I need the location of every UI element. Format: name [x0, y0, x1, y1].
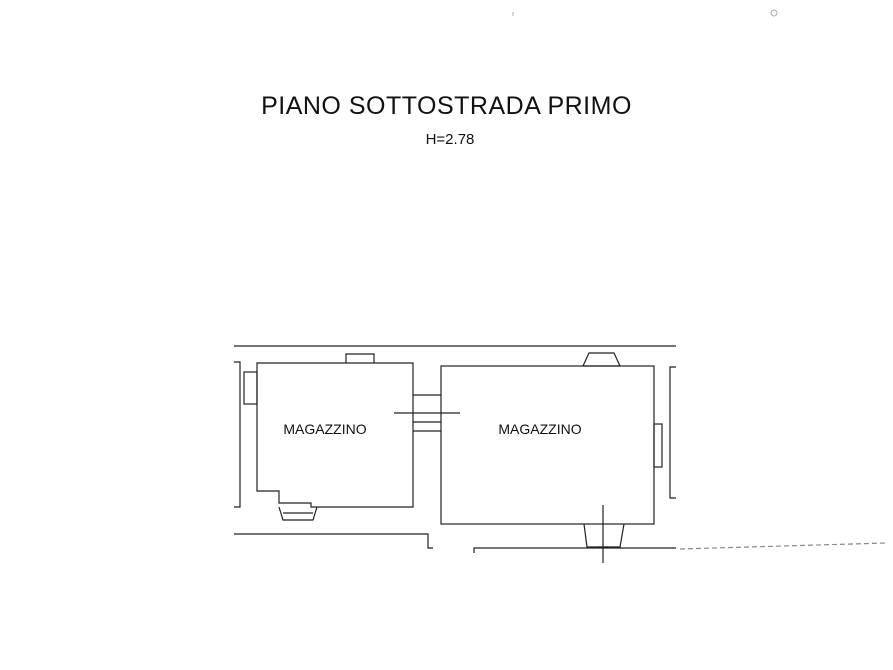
scan-marks — [512, 9, 778, 17]
right-partial-wall — [669, 366, 676, 499]
room-label-right: MAGAZZINO — [498, 421, 581, 437]
site-boundary — [234, 345, 887, 553]
left-partial-wall — [234, 361, 241, 508]
passage — [394, 394, 460, 432]
room-outline-right — [440, 352, 663, 563]
plan-title: PIANO SOTTOSTRADA PRIMO — [261, 92, 632, 120]
room-label-left: MAGAZZINO — [283, 421, 366, 437]
room-outline-left — [243, 353, 414, 521]
height-label: H=2.78 — [425, 131, 475, 148]
